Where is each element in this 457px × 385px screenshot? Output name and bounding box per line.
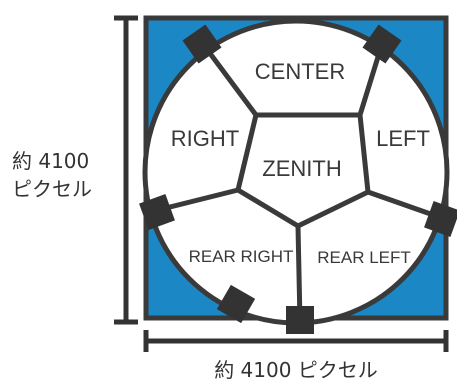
label-right: RIGHT [171,126,239,151]
label-rear-right: REAR RIGHT [189,247,294,266]
height-label-line2: ピクセル [12,177,92,201]
label-left: LEFT [376,126,430,151]
position-markers [139,24,457,334]
marker-bottom [286,306,314,334]
label-zenith: ZENITH [262,156,341,181]
marker-right [424,201,457,237]
label-rear-left: REAR LEFT [317,248,411,267]
marker-left [139,194,175,230]
zenith-pentagon [235,112,371,229]
marker-top-right [362,24,402,64]
width-label: 約 4100 ピクセル [214,358,378,382]
width-dimension [143,330,449,352]
height-label-line1: 約 4100 [12,149,89,173]
height-dimension [114,15,138,325]
marker-bottom-left [216,284,256,324]
label-center: CENTER [255,59,345,84]
marker-top-left [182,24,222,64]
